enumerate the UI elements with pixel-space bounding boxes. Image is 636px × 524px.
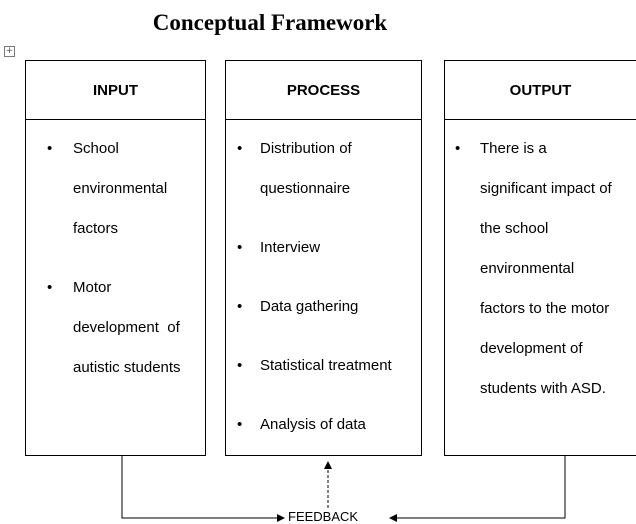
process-list: Distribution of questionnaire Interview … [226, 129, 421, 445]
process-line: Data gathering [260, 298, 359, 315]
move-handle-icon[interactable]: + [4, 46, 15, 57]
input-list: School environmental factors Motor devel… [26, 129, 205, 388]
process-line: Statistical treatment [260, 357, 392, 374]
input-heading: INPUT [26, 61, 205, 120]
output-line: significant impact of [480, 180, 612, 197]
output-feedback-line [389, 456, 566, 522]
process-line: Analysis of data [260, 416, 366, 433]
input-feedback-line [121, 456, 285, 522]
process-item-data-gathering: Data gathering [226, 287, 421, 327]
input-line: environmental [73, 180, 168, 197]
output-line: There is a [480, 140, 547, 157]
input-line: factors [73, 220, 119, 237]
process-item-statistical-treatment: Statistical treatment [226, 346, 421, 386]
process-heading: PROCESS [226, 61, 421, 120]
input-item-school: School environmental factors [26, 129, 205, 249]
output-line: environmental [480, 260, 575, 277]
input-line: School [73, 140, 119, 157]
feedback-label: FEEDBACK [288, 509, 359, 524]
output-box: OUTPUT There is a significant impact of … [444, 60, 636, 456]
output-line: factors to the motor [480, 300, 610, 317]
output-line: development of [480, 340, 583, 357]
process-line: Interview [260, 239, 321, 256]
output-line: students with ASD. [480, 380, 606, 397]
process-line: questionnaire [260, 180, 351, 197]
process-item-distribution: Distribution of questionnaire [226, 129, 421, 209]
process-line: Distribution of [260, 140, 352, 157]
output-line: the school [480, 220, 549, 237]
diagram-title: Conceptual Framework [152, 10, 388, 35]
process-box: PROCESS Distribution of questionnaire In… [225, 60, 422, 456]
input-item-motor: Motor development of autistic students [26, 268, 205, 388]
output-list: There is a significant impact of the sch… [445, 129, 636, 409]
output-item-impact: There is a significant impact of the sch… [445, 129, 636, 409]
process-item-interview: Interview [226, 228, 421, 268]
input-box: INPUT School environmental factors Motor… [25, 60, 206, 456]
input-line: autistic students [73, 359, 181, 376]
output-heading: OUTPUT [445, 61, 636, 120]
input-line: development of [73, 319, 180, 336]
input-line: Motor [73, 279, 112, 296]
process-item-analysis: Analysis of data [226, 405, 421, 445]
